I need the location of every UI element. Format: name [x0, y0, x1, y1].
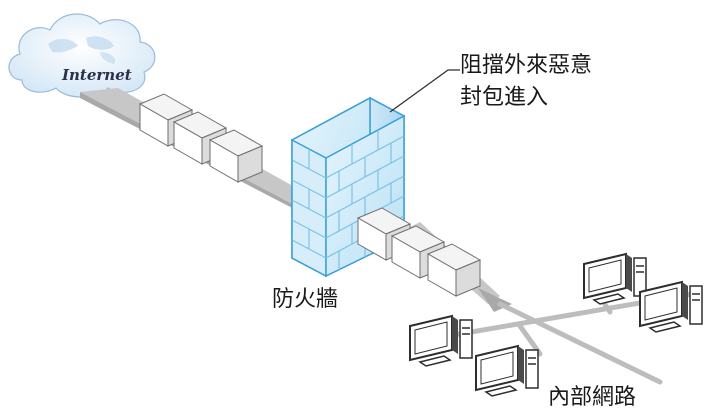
internet-cloud: Internet	[8, 13, 156, 98]
incoming-packets	[138, 93, 264, 183]
callout-leader	[389, 69, 460, 113]
internet-label: Internet	[61, 66, 132, 84]
packet-icon	[208, 129, 264, 183]
callout-line-1: 阻擋外來惡意	[460, 53, 593, 78]
packet-icon	[426, 243, 482, 297]
callout-line-2: 封包進入	[460, 84, 549, 110]
computer-icon	[583, 252, 647, 305]
computer-icon	[639, 280, 703, 333]
cloud-icon	[8, 13, 156, 98]
firewall-icon	[290, 96, 406, 278]
passing-packets	[356, 207, 482, 297]
internal-network-label: 內部網路	[548, 385, 637, 410]
firewall-label: 防火牆	[272, 287, 339, 312]
callout-text: 阻擋外來惡意 封包進入	[460, 50, 592, 114]
computer-icon	[475, 344, 539, 397]
computer-icon	[409, 314, 473, 367]
